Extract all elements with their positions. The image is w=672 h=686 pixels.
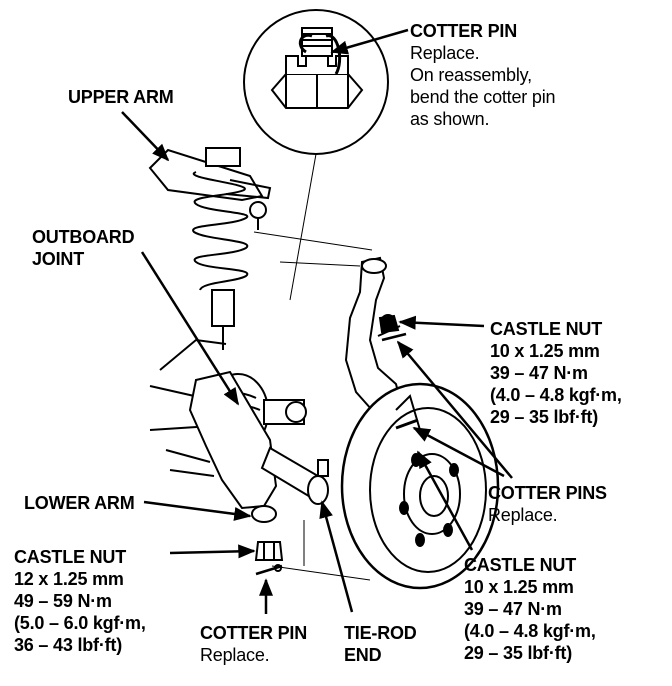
- label-castle-nut-lower-right-title: CASTLE NUT: [464, 555, 576, 575]
- label-cotter-pin-top-title: COTTER PIN: [410, 21, 518, 41]
- upper-castle-nut-part: [378, 314, 407, 342]
- label-spec-line: 39 – 47 N·m: [464, 599, 562, 619]
- coil-spring-strut: [192, 147, 249, 350]
- label-cotter-pins-right-title: COTTER PINS: [488, 483, 607, 503]
- label-tie-rod-end-line: TIE-ROD: [344, 623, 417, 643]
- label-line: bend the cotter pin: [410, 87, 556, 107]
- label-spec-line: 39 – 47 N·m: [490, 363, 588, 383]
- brake-disc-hub: [340, 382, 500, 590]
- label-spec-line: (5.0 – 6.0 kgf·m,: [14, 613, 146, 633]
- leader-arrows: [121, 28, 513, 614]
- label-spec-line: 49 – 59 N·m: [14, 591, 112, 611]
- lower-castle-nut-part: [254, 541, 284, 576]
- lower-arm-part: [165, 370, 278, 523]
- label-castle-nut-lower-left: CASTLE NUT 12 x 1.25 mm 49 – 59 N·m (5.0…: [14, 546, 146, 656]
- label-line: Replace.: [200, 645, 270, 665]
- label-castle-nut-upper-right: CASTLE NUT 10 x 1.25 mm 39 – 47 N·m (4.0…: [490, 318, 622, 428]
- label-castle-nut-lower-left-title: CASTLE NUT: [14, 547, 126, 567]
- label-line: On reassembly,: [410, 65, 532, 85]
- label-line: as shown.: [410, 109, 490, 129]
- label-outboard-joint: OUTBOARD JOINT: [32, 226, 135, 270]
- label-spec-line: 29 – 35 lbf·ft): [464, 643, 573, 663]
- label-tie-rod-end-line: END: [344, 645, 382, 665]
- label-spec-line: (4.0 – 4.8 kgf·m,: [464, 621, 596, 641]
- label-line: Replace.: [488, 505, 558, 525]
- label-cotter-pins-right: COTTER PINS Replace.: [488, 482, 607, 526]
- label-cotter-pin-bottom: COTTER PIN Replace.: [200, 622, 307, 666]
- label-spec-line: 10 x 1.25 mm: [490, 341, 600, 361]
- label-upper-arm: UPPER ARM: [68, 86, 174, 108]
- label-cotter-pin-top: COTTER PIN Replace. On reassembly, bend …: [410, 20, 556, 130]
- label-spec-line: 29 – 35 lbf·ft): [490, 407, 599, 427]
- castle-nut-detail-callout: [243, 9, 389, 155]
- label-castle-nut-lower-right: CASTLE NUT 10 x 1.25 mm 39 – 47 N·m (4.0…: [464, 554, 596, 664]
- base-lines: [271, 520, 371, 581]
- label-castle-nut-upper-right-title: CASTLE NUT: [490, 319, 602, 339]
- label-upper-arm-title: UPPER ARM: [68, 87, 174, 107]
- detail-leader-lines: [253, 153, 373, 301]
- label-outboard-joint-line: JOINT: [32, 249, 85, 269]
- label-lower-arm: LOWER ARM: [24, 492, 135, 514]
- label-spec-line: 12 x 1.25 mm: [14, 569, 124, 589]
- label-tie-rod-end: TIE-ROD END: [344, 622, 417, 666]
- label-cotter-pin-bottom-title: COTTER PIN: [200, 623, 308, 643]
- label-spec-line: 10 x 1.25 mm: [464, 577, 574, 597]
- tie-rod-end-part: [260, 446, 329, 505]
- label-spec-line: 36 – 43 lbf·ft): [14, 635, 123, 655]
- label-lower-arm-title: LOWER ARM: [24, 493, 135, 513]
- label-outboard-joint-line: OUTBOARD: [32, 227, 135, 247]
- label-spec-line: (4.0 – 4.8 kgf·m,: [490, 385, 622, 405]
- label-line: Replace.: [410, 43, 480, 63]
